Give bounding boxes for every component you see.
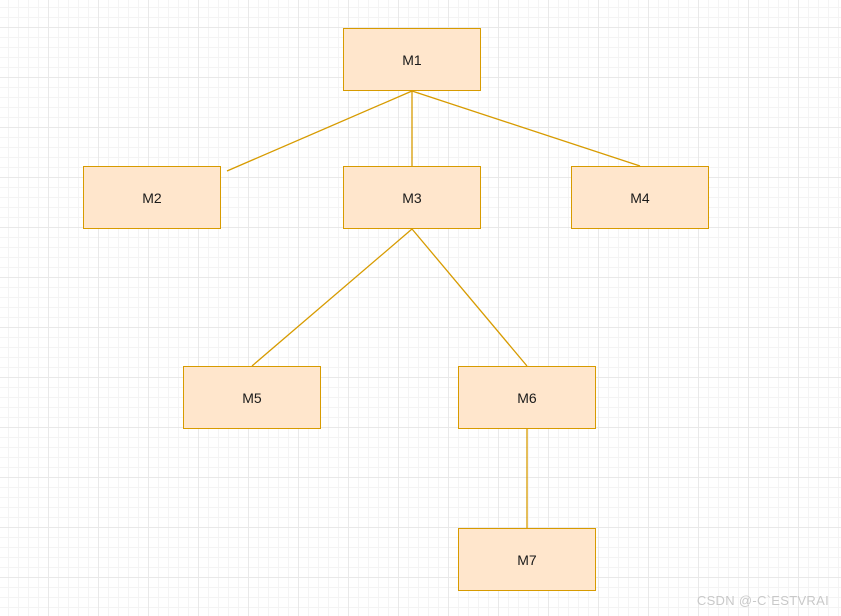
watermark-text: CSDN @-C`ESTVRAI — [696, 593, 829, 608]
node-m1[interactable]: M1 — [343, 28, 481, 91]
node-m6[interactable]: M6 — [458, 366, 596, 429]
node-m7-label: M7 — [517, 551, 537, 568]
node-m3[interactable]: M3 — [343, 166, 481, 229]
edge-m3-m6 — [411, 228, 528, 367]
node-m3-label: M3 — [402, 189, 422, 206]
node-m2[interactable]: M2 — [83, 166, 221, 229]
node-m7[interactable]: M7 — [458, 528, 596, 591]
node-m4[interactable]: M4 — [571, 166, 709, 229]
node-m5[interactable]: M5 — [183, 366, 321, 429]
node-m1-label: M1 — [402, 51, 422, 68]
edge-m3-m5 — [251, 228, 413, 367]
edge-m1-m2 — [226, 90, 413, 172]
edge-m1-m4 — [411, 90, 641, 167]
node-m4-label: M4 — [630, 189, 650, 206]
node-m5-label: M5 — [242, 389, 262, 406]
node-m2-label: M2 — [142, 189, 162, 206]
node-m6-label: M6 — [517, 389, 537, 406]
